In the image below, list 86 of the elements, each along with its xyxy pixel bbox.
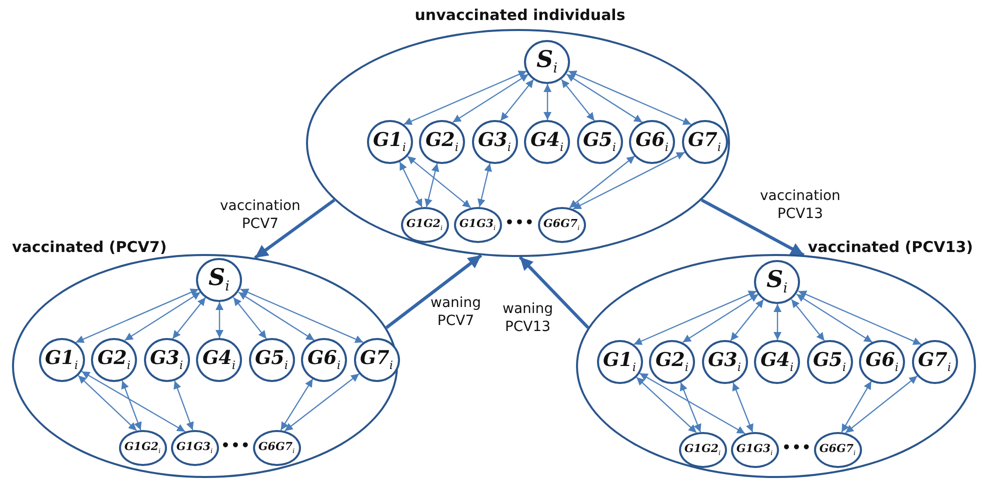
double-arrow xyxy=(233,297,267,340)
state-circle: G6G7$_{i}$ xyxy=(538,206,586,242)
state-circle: G2$_{i}$ xyxy=(419,120,465,164)
double-arrow xyxy=(682,294,759,343)
state-circle: G3$_{i}$ xyxy=(472,120,518,164)
transition-arrow xyxy=(385,254,482,329)
double-arrow xyxy=(121,380,142,430)
double-arrow xyxy=(730,299,764,342)
double-arrow xyxy=(572,152,685,210)
state-circle: G1$_{i}$ xyxy=(596,340,642,384)
state-circle: G5$_{i}$ xyxy=(576,120,622,164)
state-circle: G7$_{i}$ xyxy=(354,338,400,382)
double-arrow xyxy=(172,297,206,340)
state-circle: S$_{i}$ xyxy=(524,40,570,84)
double-arrow xyxy=(791,299,825,342)
state-circle: G7$_{i}$ xyxy=(682,120,728,164)
group-title: unvaccinated individuals xyxy=(414,6,626,24)
state-circle: G3$_{i}$ xyxy=(144,338,190,382)
double-arrow xyxy=(76,288,199,343)
double-arrow xyxy=(569,156,636,208)
state-circle: G3$_{i}$ xyxy=(702,340,748,384)
double-arrow xyxy=(561,79,595,122)
double-arrow xyxy=(280,378,314,431)
double-arrow xyxy=(796,294,873,343)
transition-arrow xyxy=(700,198,805,256)
state-circle: S$_{i}$ xyxy=(754,260,800,304)
edge-label: waning PCV13 xyxy=(502,300,554,336)
state-circle: G5$_{i}$ xyxy=(248,338,294,382)
state-circle: G6$_{i}$ xyxy=(301,338,347,382)
state-circle: G1G3$_{i}$ xyxy=(170,430,218,466)
state-circle: G6G7$_{i}$ xyxy=(814,432,862,468)
double-arrow xyxy=(81,370,186,432)
double-arrow xyxy=(240,288,364,343)
state-circle: G7$_{i}$ xyxy=(912,340,958,384)
state-circle: G2$_{i}$ xyxy=(91,338,137,382)
double-arrow xyxy=(174,380,194,430)
transition-arrow xyxy=(254,198,336,260)
group-title: vaccinated (PCV13) xyxy=(808,238,973,256)
state-circle: G1G2$_{i}$ xyxy=(400,206,448,242)
edge-label: vaccination PCV13 xyxy=(760,187,840,224)
double-arrow xyxy=(399,162,423,208)
state-circle: G1G2$_{i}$ xyxy=(678,432,726,468)
state-circle: S$_{i}$ xyxy=(196,258,242,302)
double-arrow xyxy=(634,290,757,345)
state-circle: G4$_{i}$ xyxy=(754,340,800,384)
double-arrow xyxy=(544,84,552,120)
double-arrow xyxy=(407,156,472,208)
state-circle: G6$_{i}$ xyxy=(859,340,905,384)
double-arrow xyxy=(477,163,492,208)
double-arrow xyxy=(639,372,746,434)
double-arrow xyxy=(845,376,918,434)
edge-label: waning PCV7 xyxy=(430,294,482,330)
double-arrow xyxy=(774,304,782,340)
ellipsis-dots: ••• xyxy=(782,440,812,456)
double-arrow xyxy=(566,74,643,123)
double-arrow xyxy=(124,292,201,341)
edge-label: vaccination PCV7 xyxy=(220,197,300,234)
ellipsis-dots: ••• xyxy=(221,438,251,454)
state-circle: G2$_{i}$ xyxy=(649,340,695,384)
double-arrow xyxy=(732,382,754,432)
state-circle: G5$_{i}$ xyxy=(806,340,852,384)
state-circle: G4$_{i}$ xyxy=(196,338,242,382)
transition-arrow xyxy=(518,256,590,329)
double-arrow xyxy=(238,292,315,341)
state-circle: G1G2$_{i}$ xyxy=(118,430,166,466)
double-arrow xyxy=(568,70,692,125)
state-circle: G1$_{i}$ xyxy=(38,338,84,382)
double-arrow xyxy=(798,290,922,345)
state-circle: G1G3$_{i}$ xyxy=(730,432,778,468)
double-arrow xyxy=(680,382,702,432)
double-arrow xyxy=(284,373,360,432)
double-arrow xyxy=(500,79,534,122)
state-circle: G6G7$_{i}$ xyxy=(252,430,300,466)
double-arrow xyxy=(452,74,529,123)
double-arrow xyxy=(216,302,224,338)
state-circle: G1G3$_{i}$ xyxy=(454,206,502,242)
state-circle: G1$_{i}$ xyxy=(366,120,412,164)
double-arrow xyxy=(78,375,138,432)
double-arrow xyxy=(841,380,872,432)
state-circle: G4$_{i}$ xyxy=(524,120,570,164)
double-arrow xyxy=(424,163,440,208)
group-title: vaccinated (PCV7) xyxy=(12,238,167,256)
double-arrow xyxy=(636,376,697,434)
ellipsis-dots: ••• xyxy=(505,215,535,231)
double-arrow xyxy=(404,70,527,125)
state-circle: G6$_{i}$ xyxy=(629,120,675,164)
